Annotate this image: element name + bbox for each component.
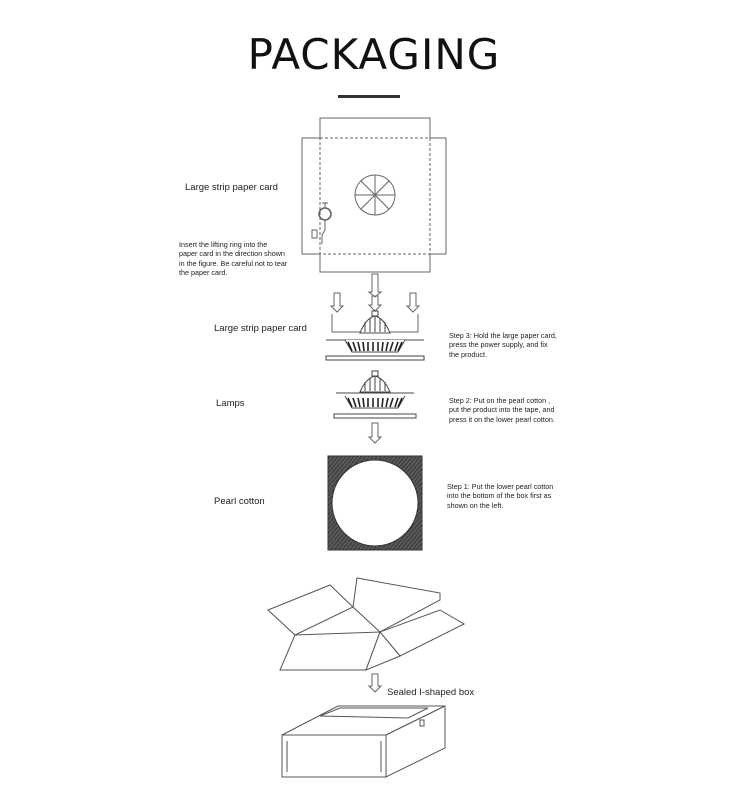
step1-text: Step 1: Put the lower pearl cotton into … <box>447 482 553 510</box>
label-pearl-cotton: Pearl cotton <box>214 496 265 507</box>
arrow-down-3 <box>367 673 383 693</box>
insert-note-line: the paper card. <box>179 267 228 277</box>
arrows-step3 <box>329 292 421 313</box>
arrow-down-2 <box>367 422 383 444</box>
label-lamps: Lamps <box>216 398 245 409</box>
step1-line: shown on the left. <box>447 500 504 510</box>
arrow-down-1 <box>367 273 383 298</box>
insert-note: Insert the lifting ring into the paper c… <box>179 240 287 277</box>
step2-text: Step 2: Put on the pearl cotton , put th… <box>449 396 555 424</box>
step3-text: Step 3: Hold the large paper card, press… <box>449 331 557 359</box>
paper-card-top <box>301 117 447 273</box>
insert-note-line: paper card in the direction shown <box>179 249 285 259</box>
step1-line: into the bottom of the box first as <box>447 491 552 501</box>
step3-line: Step 3: Hold the large paper card, <box>449 331 557 340</box>
step2-line: put the product into the tape, and <box>449 405 555 415</box>
title-underline <box>338 95 400 98</box>
lifting-ring-icon <box>311 202 332 244</box>
step3-line: press the power supply, and fix <box>449 340 548 350</box>
sealed-box <box>281 705 446 778</box>
lamp-step2 <box>333 370 417 419</box>
label-large-strip-card-mid: Large strip paper card <box>214 323 307 334</box>
pearl-cotton-square <box>327 455 423 551</box>
lamp-step3 <box>325 310 425 361</box>
step1-line: Step 1: Put the lower pearl cotton <box>447 482 554 491</box>
insert-note-line: Insert the lifting ring into the <box>179 240 268 249</box>
step3-line: the product. <box>449 349 487 359</box>
page-title: PACKAGING <box>247 30 501 79</box>
card-round-opening <box>354 174 396 216</box>
label-large-strip-card-top: Large strip paper card <box>185 182 278 193</box>
label-sealed-box: Sealed I-shaped box <box>387 687 475 698</box>
step2-line: press it on the lower pearl cotton. <box>449 414 555 424</box>
insert-note-line: in the figure. Be careful not to tear <box>179 258 288 268</box>
open-box <box>267 577 466 671</box>
step2-line: Step 2: Put on the pearl cotton , <box>449 396 551 405</box>
